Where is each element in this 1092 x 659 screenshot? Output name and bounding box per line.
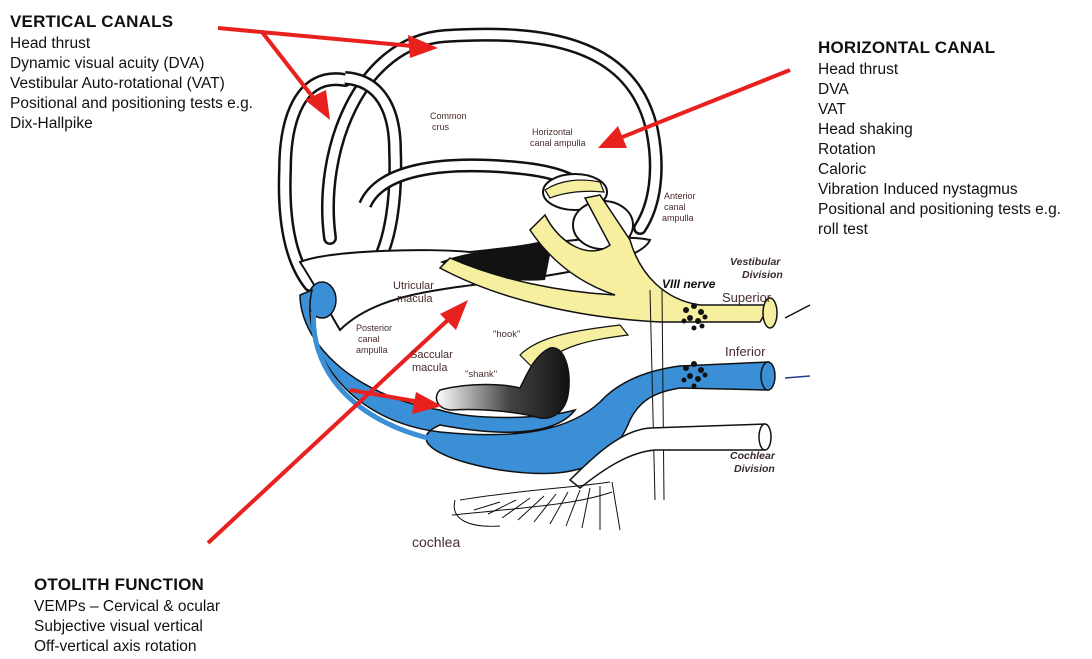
label-inferior: Inferior — [725, 344, 766, 359]
list-item: Vestibular Auto-rotational (VAT) — [10, 74, 253, 94]
list-item: VAT — [818, 100, 1061, 120]
label-cochlea: cochlea — [412, 534, 460, 550]
list-item: Head shaking — [818, 120, 1061, 140]
label-superior: Superior — [722, 290, 772, 305]
list-item: VEMPs – Cervical & ocular — [34, 597, 220, 617]
list-item: Positional and positioning tests e.g. — [10, 94, 253, 114]
list-item: DVA — [818, 80, 1061, 100]
list-item: Positional and positioning tests e.g. — [818, 200, 1061, 220]
label-shank: "shank" — [465, 369, 497, 380]
horizontal-canal-title: HORIZONTAL CANAL — [818, 38, 1061, 58]
otolith-function-panel: OTOLITH FUNCTION VEMPs – Cervical & ocul… — [34, 575, 220, 657]
vertical-canals-panel: VERTICAL CANALS Head thrust Dynamic visu… — [10, 12, 253, 134]
list-item: Off-vertical axis rotation — [34, 637, 220, 657]
vertical-canals-list: Head thrust Dynamic visual acuity (DVA) … — [10, 34, 253, 134]
inferior-nerve-end — [761, 362, 775, 390]
cochlear-nerve-end — [759, 424, 771, 450]
list-item: Dynamic visual acuity (DVA) — [10, 54, 253, 74]
list-item: Head thrust — [10, 34, 253, 54]
nerve-tick — [785, 305, 810, 318]
list-item: Subjective visual vertical — [34, 617, 220, 637]
saccular-macula — [436, 348, 569, 419]
label-hook: "hook" — [493, 329, 520, 340]
list-item: Rotation — [818, 140, 1061, 160]
label-viii-nerve: VIII nerve — [662, 277, 716, 291]
vertical-canals-title: VERTICAL CANALS — [10, 12, 253, 32]
horizontal-canal-panel: HORIZONTAL CANAL Head thrust DVA VAT Hea… — [818, 38, 1061, 240]
cochlea — [452, 482, 620, 530]
horizontal-canal-list: Head thrust DVA VAT Head shaking Rotatio… — [818, 60, 1061, 240]
otolith-function-list: VEMPs – Cervical & ocular Subjective vis… — [34, 597, 220, 657]
nerve-tick — [785, 376, 810, 378]
list-item: Head thrust — [818, 60, 1061, 80]
otolith-function-title: OTOLITH FUNCTION — [34, 575, 220, 595]
list-item: Caloric — [818, 160, 1061, 180]
list-item: Dix-Hallpike — [10, 114, 253, 134]
list-item: Vibration Induced nystagmus — [818, 180, 1061, 200]
list-item: roll test — [818, 220, 1061, 240]
